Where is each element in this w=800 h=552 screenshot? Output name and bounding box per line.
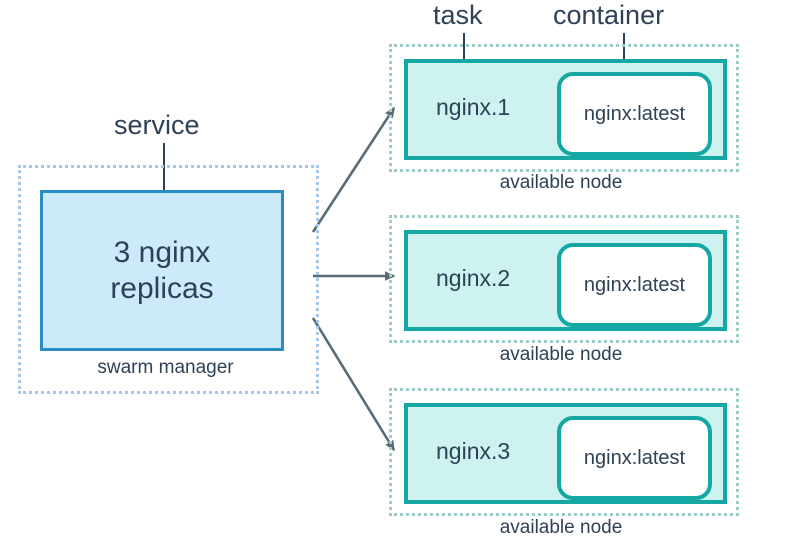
task-label-2: nginx.2 [436,265,511,291]
arrow-to-node-1 [311,106,396,233]
annotation-service: service [114,110,200,140]
task-label-1: nginx.1 [436,94,511,120]
swarm-manager-caption: swarm manager [97,357,234,378]
node-caption-2: available node [499,344,623,365]
container-image-label-2: nginx:latest [583,274,686,296]
container-box-3[interactable]: nginx:latest [557,416,712,500]
node-boundary-3 [389,388,739,516]
task-box-3[interactable]: nginx.3 nginx:latest [404,403,727,504]
leader-line-service [163,143,165,231]
container-box-2[interactable]: nginx:latest [557,243,712,327]
annotation-container: container [553,0,665,30]
service-replicas-label: 3 nginx replicas [110,236,214,305]
task-box-1[interactable]: nginx.1 nginx:latest [404,59,727,160]
node-caption-1: available node [499,172,623,193]
node-boundary-2 [389,215,739,343]
node-boundary-1 [389,44,739,172]
swarm-manager-boundary [18,165,319,394]
arrow-to-node-3 [311,317,396,452]
container-box-1[interactable]: nginx:latest [557,72,712,156]
container-image-label-3: nginx:latest [583,447,686,469]
annotation-task: task [433,0,483,30]
container-image-label-1: nginx:latest [583,103,686,125]
service-box[interactable]: 3 nginx replicas [40,190,284,351]
task-box-2[interactable]: nginx.2 nginx:latest [404,230,727,331]
task-label-3: nginx.3 [436,438,511,464]
node-caption-3: available node [499,517,623,538]
